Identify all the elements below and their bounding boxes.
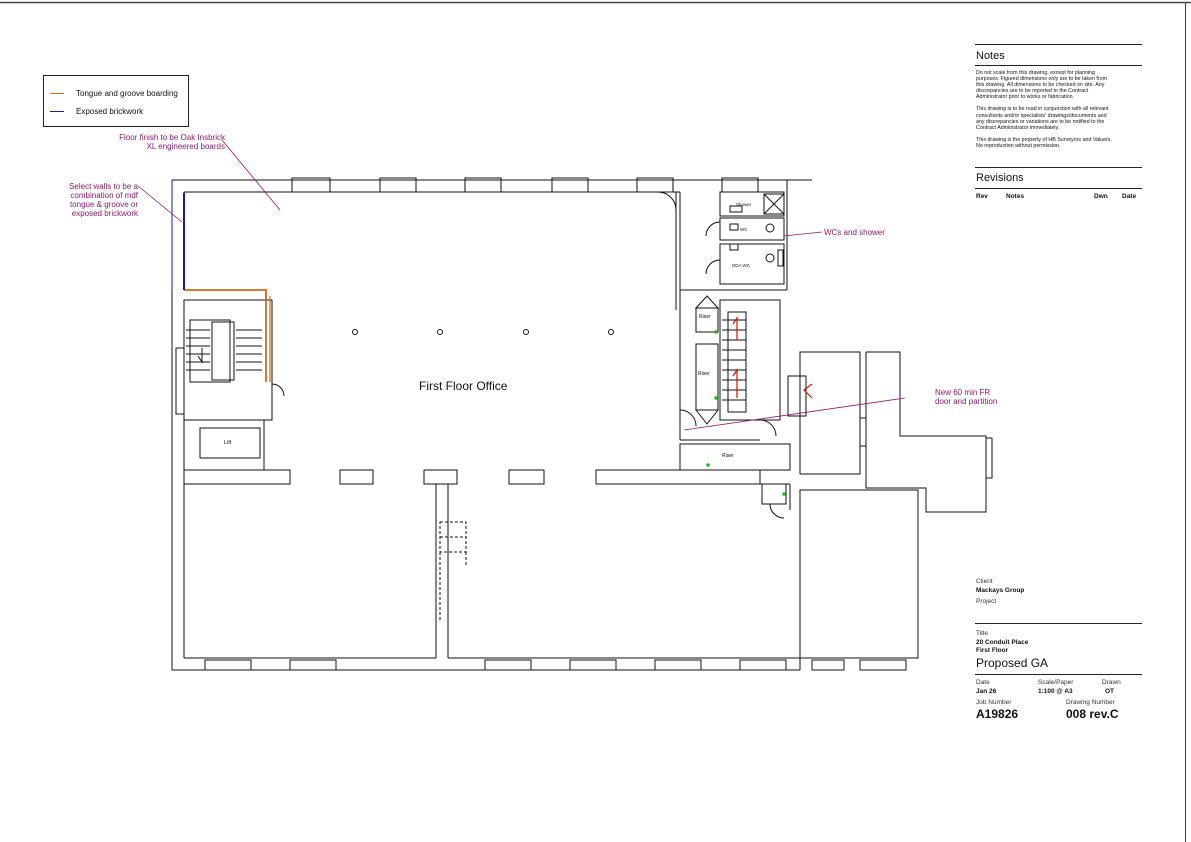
annotation-line: XL engineered boards [146, 142, 225, 151]
revisions-col-dwn: Dwn [1094, 193, 1108, 200]
annotation-line: Floor finish to be Oak Insbrick [119, 133, 225, 142]
notes-line: Administrator prior to works or fabricat… [976, 94, 1075, 101]
drawn-label: Drawn [1102, 679, 1121, 686]
rule [975, 188, 1142, 189]
rule [975, 44, 1142, 45]
notes-paragraph: This drawing is the property of HB Surve… [976, 137, 1142, 149]
annotation-fr-door: New 60 min FR door and partition [935, 388, 997, 406]
room-label-main: First Floor Office [419, 379, 508, 393]
client-value: Mackays Group [976, 587, 1025, 594]
revisions-heading: Revisions [976, 172, 1024, 184]
title-label: Title [976, 630, 989, 637]
notes-line: any discrepancies or variations are to b… [976, 118, 1105, 125]
annotation-line: exposed brickwork [71, 209, 138, 218]
room-label-riser: Riser [699, 314, 711, 320]
scale-value: 1:100 @ A3 [1038, 688, 1073, 695]
title-line1: 20 Conduit Place [976, 639, 1029, 646]
scale-label: Scale/Paper [1038, 679, 1074, 686]
stair-arrows [732, 316, 813, 399]
legend-item-tongue-groove: Tongue and groove boarding [50, 88, 178, 100]
notes-line: consultants and/or specialists' drawings… [976, 112, 1107, 119]
rule [975, 167, 1142, 168]
tongue-groove-line [184, 289, 267, 382]
notes-line: Do not scale from this drawing, except f… [976, 70, 1095, 76]
annotation-line: Select walls to be a [69, 182, 138, 191]
legend: Tongue and groove boarding Exposed brick… [43, 75, 189, 127]
green-markers [706, 330, 786, 496]
annotation-floor-finish: Floor finish to be Oak Insbrick XL engin… [109, 133, 225, 151]
rule [975, 65, 1142, 66]
annotation-wcs: WCs and shower [824, 228, 885, 237]
notes-line: discrepancies are to be reported to the … [976, 88, 1089, 95]
legend-label-brickwork: Exposed brickwork [76, 107, 144, 116]
revisions-col-rev: Rev [976, 193, 988, 200]
notes-line: This drawing is to be read in conjunctio… [976, 106, 1109, 113]
drawing-title: Proposed GA [976, 656, 1049, 670]
notes-line: This drawing is the property of HB Surve… [976, 136, 1112, 143]
drawn-value: OT [1105, 688, 1115, 695]
columns [352, 329, 614, 335]
legend-swatch-blue [50, 111, 64, 113]
date-value: Jan 26 [976, 688, 997, 695]
room-label-wc: WC [740, 227, 748, 232]
drawing-number-label: Drawing Number [1066, 699, 1115, 706]
notes-line: purposes. Figured dimensions only are to… [976, 76, 1108, 83]
project-label: Project [976, 598, 997, 605]
annotation-line: New 60 min FR [935, 388, 991, 397]
room-label-dda-wc: DDA WC [732, 263, 750, 268]
job-number-value: A19826 [976, 707, 1019, 721]
rule [975, 623, 1142, 624]
notes-paragraph: Do not scale from this drawing, except f… [976, 70, 1142, 100]
revisions-col-date: Date [1122, 193, 1137, 200]
annotation-line: combination of mdf [70, 191, 138, 200]
date-label: Date [976, 679, 990, 686]
annotation-line: door and partition [935, 397, 998, 406]
annotation-line: tongue & groove or [69, 200, 138, 209]
title-line2: First Floor [976, 647, 1009, 654]
notes-line: Contract Administrator immediately. [976, 124, 1060, 131]
revisions-col-notes: Notes [1006, 193, 1025, 200]
room-label-lift: Lift [224, 440, 232, 446]
notes-body: Do not scale from this drawing, except f… [976, 70, 1142, 149]
notes-line: this drawing. All dimensions to be check… [976, 82, 1105, 89]
leader-lines [137, 139, 906, 431]
client-label: Client [976, 578, 993, 585]
job-number-label: Job Number [976, 699, 1012, 706]
annotation-select-walls: Select walls to be a combination of mdf … [58, 182, 138, 218]
room-label-riser: Riser [722, 453, 734, 459]
legend-swatch-orange [50, 93, 64, 95]
notes-line: No reproduction without permission. [976, 142, 1061, 149]
room-label-shower: Shower [736, 202, 752, 207]
legend-item-brickwork: Exposed brickwork [50, 106, 143, 118]
legend-label-tongue-groove: Tongue and groove boarding [76, 89, 178, 98]
notes-heading: Notes [976, 50, 1005, 62]
drawing-number-value: 008 rev.C [1066, 707, 1119, 721]
room-label-riser: Riser [698, 371, 710, 377]
rule [975, 674, 1142, 675]
walls [171, 177, 993, 671]
notes-paragraph: This drawing is to be read in conjunctio… [976, 106, 1142, 130]
